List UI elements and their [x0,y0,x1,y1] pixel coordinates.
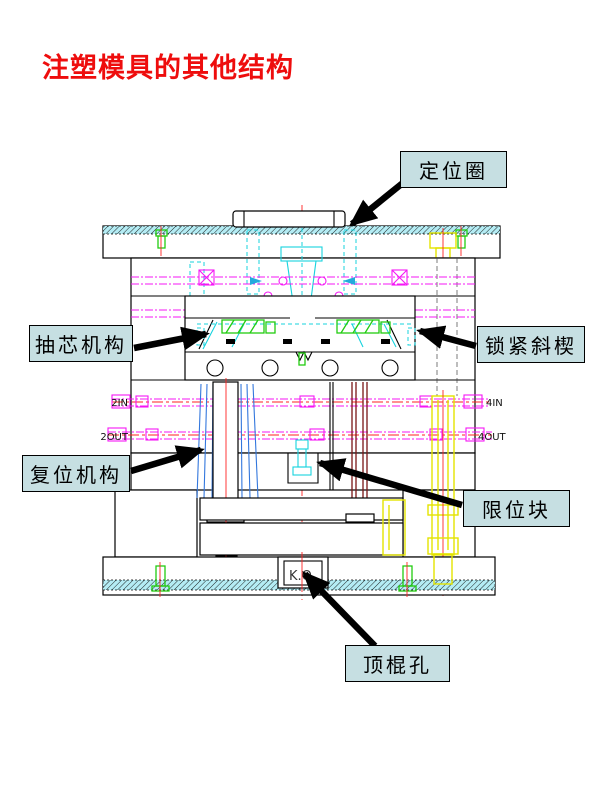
callout-return-mechanism-label: 复位机构 [30,463,122,487]
seal-marks [226,339,390,344]
screw-bottom-left [151,562,170,597]
screw-top-left [155,226,168,256]
callout-limit-block: 限位块 [463,490,570,527]
slide-core-left [221,319,276,334]
callout-locating-ring: 定位圈 [400,151,507,188]
callout-return-mechanism: 复位机构 [22,455,130,492]
port-label-2out: 2OUT [100,432,129,443]
callout-arrows [130,179,477,649]
page-title: 注塑模具的其他结构 [42,53,294,84]
callout-ejector-rod-hole: 顶棍孔 [345,645,450,682]
callout-locking-wedge: 锁紧斜楔 [477,326,585,363]
callout-limit-block-label: 限位块 [482,498,551,522]
port-label-4in: 4IN [486,398,503,409]
slide-core-right [336,319,391,334]
arrow-to-return-mechanism [130,445,205,475]
spacer-rail-left [114,489,198,558]
callout-locating-ring-label: 定位圈 [419,159,488,183]
arrow-to-core-pulling [133,326,210,352]
callout-core-pulling: 抽芯机构 [29,325,133,362]
callout-locking-wedge-label: 锁紧斜楔 [485,334,577,358]
bottom-clamp-plate [102,537,496,597]
callout-ejector-rod-hole-label: 顶棍孔 [363,653,432,677]
support-bolt-bottom [427,537,459,585]
arrow-to-locating-ring [348,179,407,227]
flow-arrow [250,277,262,285]
cooling-lines-lower [107,394,492,442]
limit-block-part [287,439,319,484]
callout-core-pulling-label: 抽芯机构 [35,333,127,357]
arrow-to-ejector-rod-hole [302,571,378,649]
arrow-to-locking-wedge [416,325,477,350]
port-label-4out: 4OUT [478,432,507,443]
screw-bottom-right [398,562,417,597]
locating-ring [232,210,346,228]
arrow-to-limit-block [316,458,463,509]
cavity-insert-and-slides [184,295,416,381]
port-label-2in: 2IN [111,398,128,409]
flow-arrow [343,277,355,285]
